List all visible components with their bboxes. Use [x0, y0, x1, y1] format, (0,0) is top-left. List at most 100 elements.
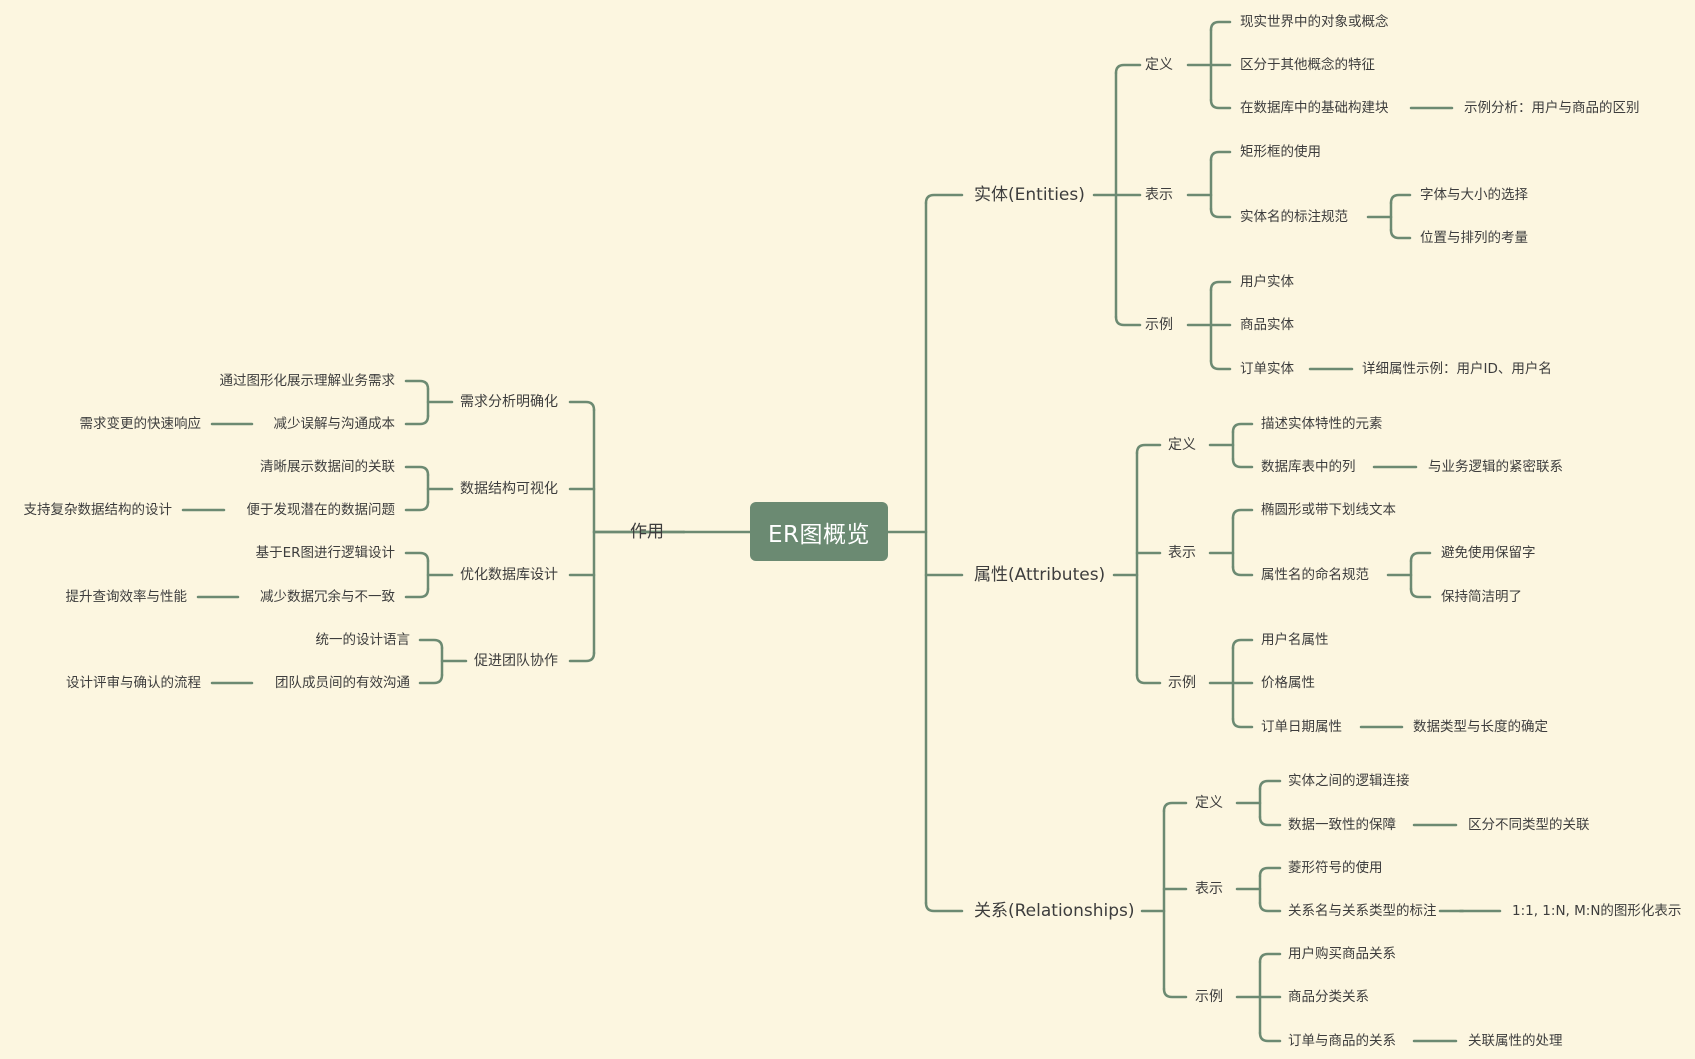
leaf-node[interactable]: 描述实体特性的元素 [1261, 416, 1383, 432]
branch-entities[interactable]: 实体(Entities) [974, 185, 1085, 205]
relationships-representation[interactable]: 表示 [1195, 881, 1223, 897]
connector-line [1258, 779, 1282, 791]
leaf-node[interactable]: 避免使用保留字 [1441, 545, 1536, 561]
entities-examples[interactable]: 示例 [1145, 317, 1173, 333]
attributes-examples[interactable]: 示例 [1168, 675, 1196, 691]
leaf-node[interactable]: 价格属性 [1261, 675, 1315, 691]
leaf-node[interactable]: 基于ER图进行逻辑设计 [255, 545, 395, 561]
purpose-teamwork[interactable]: 促进团队协作 [474, 653, 558, 669]
branch-purpose[interactable]: 作用 [630, 522, 664, 542]
leaf-node[interactable]: 提升查询效率与性能 [65, 589, 188, 605]
connector-line [418, 638, 444, 650]
connector-line [404, 379, 430, 391]
connector-line [1209, 359, 1232, 371]
connector-line [568, 651, 596, 663]
connector-line [1258, 1031, 1282, 1043]
relationships-examples[interactable]: 示例 [1195, 989, 1223, 1005]
leaf-node[interactable]: 便于发现潜在的数据问题 [246, 502, 396, 518]
leaf-node[interactable]: 字体与大小的选择 [1420, 187, 1528, 203]
connector-line [404, 465, 430, 477]
leaf-node[interactable]: 支持复杂数据结构的设计 [23, 502, 173, 518]
connector-line [1231, 422, 1254, 434]
leaf-node[interactable]: 订单与商品的关系 [1288, 1033, 1396, 1049]
purpose-requirements[interactable]: 需求分析明确化 [460, 394, 558, 410]
connector-line [924, 901, 964, 913]
leaf-node[interactable]: 订单实体 [1240, 361, 1294, 377]
connector-line [1162, 987, 1188, 999]
leaf-node[interactable]: 属性名的命名规范 [1261, 567, 1369, 583]
leaf-node[interactable]: 商品分类关系 [1288, 989, 1369, 1005]
connector-line [1209, 280, 1232, 292]
leaf-node[interactable]: 用户名属性 [1261, 632, 1329, 648]
connector-line [1162, 801, 1188, 813]
leaf-node[interactable]: 订单日期属性 [1261, 719, 1342, 735]
attributes-representation[interactable]: 表示 [1168, 545, 1196, 561]
leaf-node[interactable]: 位置与排列的考量 [1420, 230, 1528, 246]
connector-line [404, 500, 430, 512]
leaf-node[interactable]: 与业务逻辑的紧密联系 [1428, 459, 1563, 475]
entities-definition[interactable]: 定义 [1145, 57, 1173, 73]
leaf-node[interactable]: 数据一致性的保障 [1288, 817, 1396, 833]
connector-line [1389, 193, 1412, 205]
connector-line [1258, 901, 1282, 913]
leaf-node[interactable]: 详细属性示例：用户ID、用户名 [1362, 361, 1552, 377]
leaf-node[interactable]: 实体之间的逻辑连接 [1288, 773, 1410, 789]
leaf-node[interactable]: 1:1, 1:N, M:N的图形化表示 [1512, 903, 1682, 919]
leaf-node[interactable]: 区分不同类型的关联 [1468, 817, 1590, 833]
connector-line [1231, 717, 1254, 729]
leaf-node[interactable]: 关联属性的处理 [1468, 1033, 1563, 1049]
branch-relationships[interactable]: 关系(Relationships) [974, 901, 1135, 921]
leaf-node[interactable]: 关系名与关系类型的标注 [1288, 903, 1437, 919]
leaf-node[interactable]: 清晰展示数据间的关联 [260, 459, 395, 475]
relationships-definition[interactable]: 定义 [1195, 795, 1223, 811]
leaf-node[interactable]: 示例分析：用户与商品的区别 [1464, 100, 1640, 116]
connector-line [1231, 508, 1254, 520]
connector-line [1258, 866, 1282, 878]
connector-line [1209, 98, 1232, 110]
purpose-optimization[interactable]: 优化数据库设计 [460, 567, 558, 583]
leaf-node[interactable]: 矩形框的使用 [1240, 144, 1321, 160]
leaf-node[interactable]: 在数据库中的基础构建块 [1240, 100, 1389, 116]
connector-line [1135, 443, 1162, 455]
leaf-node[interactable]: 需求变更的快速响应 [79, 416, 202, 432]
connector-line [1209, 20, 1232, 32]
leaf-node[interactable]: 区分于其他概念的特征 [1240, 57, 1375, 73]
leaf-node[interactable]: 通过图形化展示理解业务需求 [219, 373, 396, 389]
connector-line [404, 414, 430, 426]
entities-representation[interactable]: 表示 [1145, 187, 1173, 203]
leaf-node[interactable]: 团队成员间的有效沟通 [275, 675, 410, 691]
leaf-node[interactable]: 数据库表中的列 [1261, 459, 1356, 475]
branch-attributes[interactable]: 属性(Attributes) [974, 565, 1106, 585]
leaf-node[interactable]: 减少数据冗余与不一致 [260, 589, 395, 605]
connector-line [924, 193, 964, 205]
root-label: ER图概览 [767, 521, 870, 548]
leaf-node[interactable]: 减少误解与沟通成本 [273, 416, 396, 432]
connector-line [1135, 673, 1162, 685]
connector-line [404, 551, 430, 563]
connector-line [1114, 315, 1142, 327]
leaf-node[interactable]: 数据类型与长度的确定 [1413, 719, 1548, 735]
connector-line [1209, 207, 1232, 219]
leaf-node[interactable]: 菱形符号的使用 [1288, 860, 1383, 876]
leaf-node[interactable]: 用户实体 [1240, 274, 1294, 290]
leaf-node[interactable]: 椭圆形或带下划线文本 [1261, 502, 1396, 518]
connector-line [1209, 150, 1232, 162]
connector-line [418, 673, 444, 685]
connector-line [1258, 815, 1282, 827]
leaf-node[interactable]: 保持简洁明了 [1441, 589, 1522, 605]
leaf-node[interactable]: 设计评审与确认的流程 [66, 675, 201, 691]
connector-line [404, 587, 430, 599]
attributes-definition[interactable]: 定义 [1168, 437, 1196, 453]
connector-line [1231, 638, 1254, 650]
leaf-node[interactable]: 实体名的标注规范 [1240, 209, 1348, 225]
connector-line [1231, 565, 1254, 577]
leaf-node[interactable]: 商品实体 [1240, 317, 1294, 333]
connector-line [1389, 228, 1412, 240]
root-node[interactable]: ER图概览 [750, 502, 888, 561]
purpose-visualization[interactable]: 数据结构可视化 [460, 481, 558, 497]
leaf-node[interactable]: 现实世界中的对象或概念 [1240, 14, 1389, 30]
leaf-node[interactable]: 用户购买商品关系 [1288, 946, 1396, 962]
leaf-node[interactable]: 统一的设计语言 [315, 632, 411, 648]
